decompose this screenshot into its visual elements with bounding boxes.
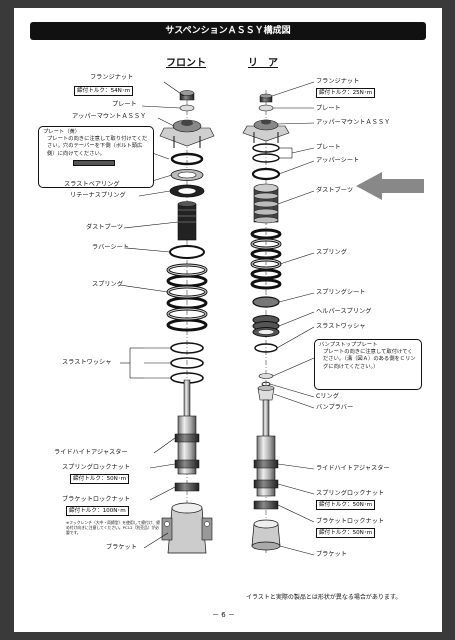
- front-dust-boot-label: ダストブーツ: [86, 224, 124, 231]
- rear-bump-rubber-label: バンプラバー: [316, 404, 354, 411]
- front-bracket-label: ブラケット: [106, 544, 137, 551]
- rear-upper-seat-drawing: [251, 167, 281, 181]
- front-plate-note: プレート（黄） プレートの向きに注意して取り付けてください。穴のテーパーを下側（…: [38, 126, 154, 188]
- rear-damper-drawing: [253, 399, 279, 510]
- plate-taper-illustration: [73, 159, 115, 166]
- front-washer-drawing: [170, 152, 204, 166]
- front-spring-label: スプリング: [92, 281, 123, 288]
- rear-spring-drawing: [250, 228, 282, 290]
- rear-thrust-washer-label: スラストワッシャ: [316, 323, 366, 330]
- rear-flange-nut-torque: 締付トルク：25N･m: [316, 88, 376, 98]
- rear-spring-label: スプリング: [316, 249, 347, 256]
- rear-flange-nut-label: フランジナット: [316, 78, 360, 85]
- rear-bracket-drawing: [251, 519, 281, 551]
- rear-upper-mount-drawing: [242, 119, 290, 143]
- front-plate-note-body: プレートの向きに注意して取り付けてください。穴のテーパーを下側（ボルト頭広側）に…: [47, 136, 148, 157]
- rear-dust-boot-drawing: [253, 183, 279, 224]
- footer-note: イラストと実際の製品とは形状が異なる場合があります。: [246, 594, 402, 601]
- rear-flange-nut-drawing: [259, 93, 273, 103]
- rear-bump-plate-note: バンプストッププレート プレートの向きに注意して取付けてください。（溝（図Ａ）の…: [314, 339, 422, 390]
- front-retainer-spring-label: リテーナスプリング: [70, 192, 126, 199]
- rear-upper-mount-label: アッパーマウントＡＳＳＹ: [316, 119, 391, 126]
- rear-bump-plate-note-body: プレートの向きに注意して取付けてください。（溝（図Ａ）のある側をＣリングに向けて…: [323, 349, 416, 370]
- front-thrust-washer-label: スラストワッシャ: [62, 359, 112, 366]
- rear-bracket-lock-torque: 締付トルク：50N･m: [316, 528, 376, 538]
- front-rubber-seat-label: ラバーシート: [92, 244, 129, 251]
- arrow-right-pointer-icon: [356, 172, 424, 200]
- rear-spring-seat-drawing: [252, 296, 280, 308]
- front-small-note: ※フックレンチ（大中・両締型）を使用して締付け、締め付け向きに注意してください。…: [66, 520, 161, 535]
- front-ride-height-label: ライドハイトアジャスター: [54, 449, 128, 456]
- front-spring-lock-torque: 締付トルク：50N･m: [70, 474, 130, 484]
- front-upper-mount-drawing: [159, 119, 215, 148]
- rear-spring-lock-nut-label: スプリングロックナット: [316, 490, 385, 497]
- front-thrust-bearing-label: スラストベアリング: [64, 181, 120, 188]
- heading-front: フロント: [166, 58, 206, 69]
- front-thrust-bearing-drawing: [170, 169, 204, 181]
- rear-plate-2-label: プレート: [316, 144, 341, 151]
- front-damper-drawing: [174, 379, 200, 492]
- rear-plate-1-label: プレート: [316, 105, 341, 112]
- page-number: － 6 －: [212, 611, 235, 619]
- front-flange-nut-drawing: [179, 90, 195, 101]
- manual-page: サスペンションＡＳＳＹ構成図 フロント リ ア: [14, 8, 442, 632]
- front-dust-boot-drawing: [177, 201, 197, 241]
- front-flange-nut-torque: 締付トルク：54N･m: [74, 86, 134, 96]
- heading-rear: リ ア: [248, 58, 278, 69]
- front-upper-mount-label: アッパーマウントＡＳＳＹ: [72, 113, 147, 120]
- front-rubber-seat-drawing: [169, 245, 205, 259]
- rear-bump-plate-note-title: バンプストッププレート: [319, 342, 378, 348]
- rear-spring-seat-label: スプリングシート: [316, 289, 366, 296]
- front-spring-drawing: [166, 263, 208, 332]
- rear-helper-spring-label: ヘルパースプリング: [316, 308, 372, 315]
- rear-bump-stop-plate-drawing: [258, 373, 274, 379]
- front-spring-lock-nut-label: スプリングロックナット: [62, 464, 131, 471]
- front-plate-drawing: [179, 104, 195, 112]
- page-title-banner: サスペンションＡＳＳＹ構成図: [30, 22, 426, 40]
- rear-upper-seat-label: アッパーシート: [316, 157, 360, 164]
- rear-c-ring-label: Cリング: [316, 393, 339, 400]
- rear-bump-rubber-drawing: [257, 385, 275, 401]
- front-retainer-spring-drawing: [169, 184, 205, 198]
- rear-bracket-lock-nut-label: ブラケットロックナット: [316, 518, 385, 525]
- rear-plate-drawing: [258, 104, 274, 112]
- suspension-diagram: [60, 81, 424, 556]
- front-bracket-drawing: [161, 502, 213, 554]
- rear-spring-lock-torque: 締付トルク：50N･m: [316, 500, 376, 510]
- front-plate-label: プレート: [112, 101, 137, 108]
- rear-dust-boot-label: ダストブーツ: [316, 187, 354, 194]
- front-bracket-lock-nut-label: ブラケットロックナット: [62, 496, 131, 503]
- rear-ride-height-label: ライドハイトアジャスター: [316, 465, 390, 472]
- front-flange-nut-label: フランジナット: [90, 74, 134, 81]
- front-plate-note-title: プレート（黄）: [43, 129, 81, 135]
- rear-bracket-label: ブラケット: [316, 551, 347, 558]
- front-bracket-lock-torque: 締付トルク：100N･m: [66, 506, 129, 516]
- rear-helper-spring-drawing: [252, 315, 280, 337]
